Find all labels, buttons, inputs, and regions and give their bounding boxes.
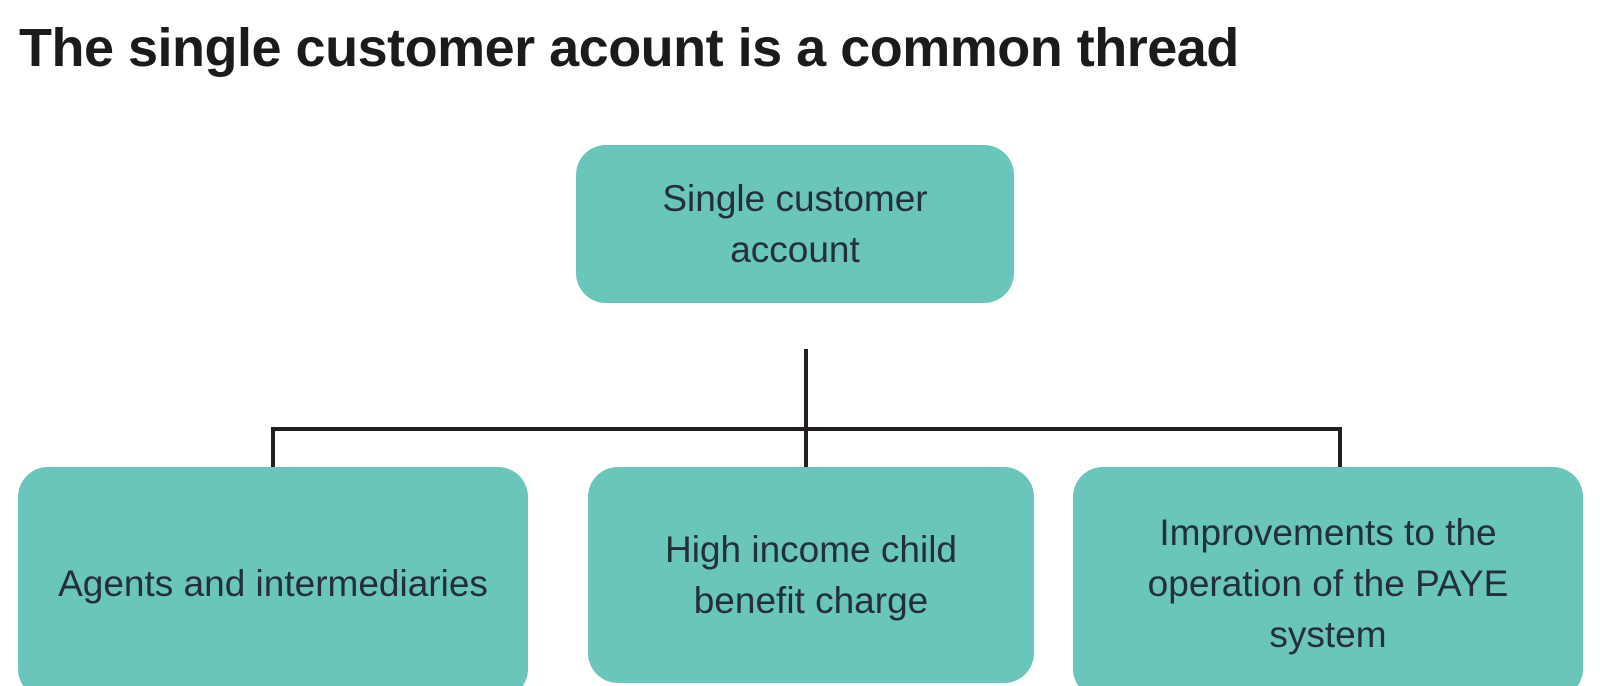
- diagram-node-child-1-label: High income child benefit charge: [664, 529, 958, 621]
- page-title: The single customer acount is a common t…: [19, 18, 1239, 78]
- diagram-node-child-0-label: Agents and intermediaries: [58, 562, 488, 604]
- diagram-node-improvements-to-paye-system[interactable]: Improvements to the operation of the PAY…: [1073, 467, 1583, 686]
- diagram-node-high-income-child-benefit-charge[interactable]: High income child benefit charge: [588, 467, 1034, 683]
- connector-stub-high-income-child-benefit-charge: [804, 427, 808, 468]
- diagram-node-child-2-label: Improvements to the operation of the PAY…: [1147, 511, 1509, 655]
- connector-stub-improvements-to-paye: [1338, 427, 1342, 468]
- diagram-node-root-label: Single customer account: [662, 178, 928, 270]
- connector-stub-agents-and-intermediaries: [271, 427, 275, 468]
- diagram-node-agents-and-intermediaries[interactable]: Agents and intermediaries: [18, 467, 528, 686]
- diagram-node-single-customer-account[interactable]: Single customer account: [576, 145, 1014, 303]
- connector-root-drop: [804, 349, 808, 431]
